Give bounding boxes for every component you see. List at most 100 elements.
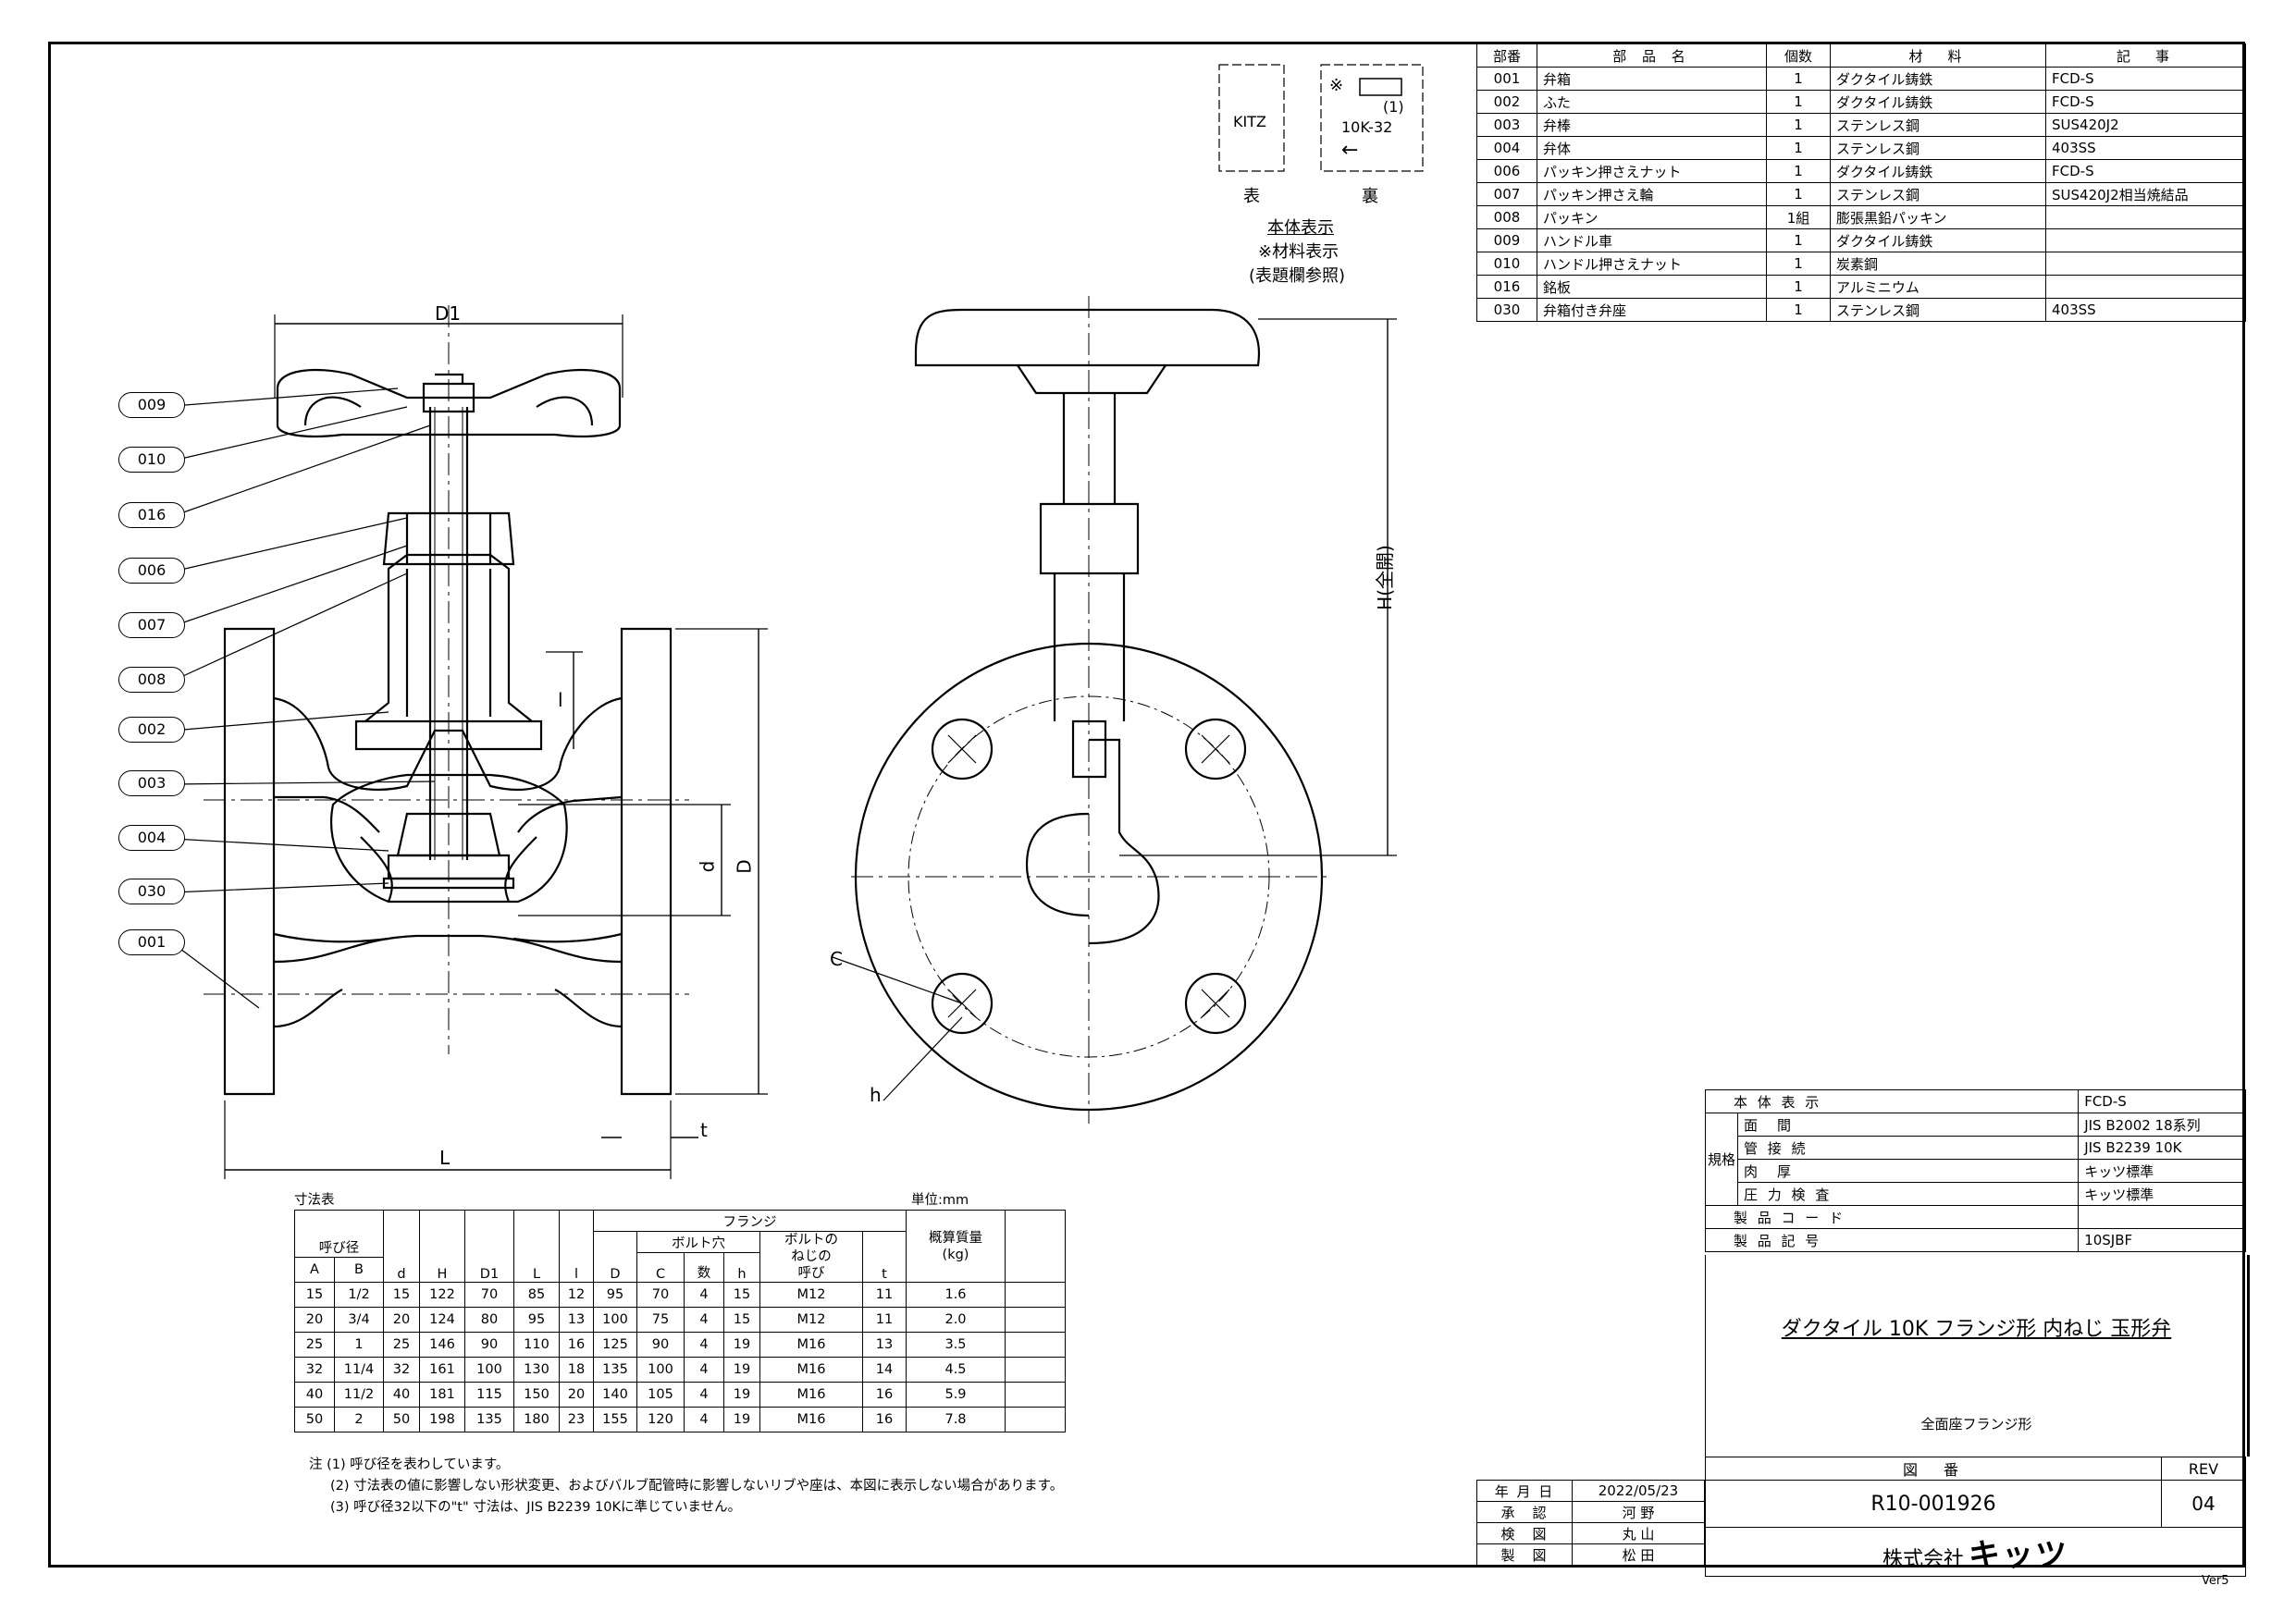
dims-header-D1: D1 — [464, 1210, 514, 1283]
dims-cell: 15 — [723, 1307, 760, 1333]
dims-header-t: t — [862, 1231, 907, 1283]
dims-cell: 50 — [383, 1407, 420, 1432]
dims-cell: 180 — [513, 1407, 560, 1432]
dims-cell: 1 — [334, 1332, 384, 1358]
dims-cell: 14 — [862, 1357, 907, 1383]
marking-back-arrow: ← — [1341, 139, 1359, 162]
spec-label: 製 品 記 号 — [1704, 1228, 2080, 1252]
marking-caption-3: (表題欄参照) — [1249, 266, 1346, 286]
dims-cell: 75 — [636, 1307, 685, 1333]
dims-cell: 70 — [464, 1282, 514, 1308]
dims-header-size: 呼び径 — [294, 1210, 384, 1258]
parts-cell: ふた — [1537, 90, 1767, 114]
note-3: (3) 呼び径32以下の"t" 寸法は、JIS B2239 10Kに準じていませ… — [330, 1500, 742, 1515]
parts-cell: 1 — [1766, 113, 1831, 137]
parts-cell: 403SS — [2045, 298, 2246, 322]
parts-cell: 弁棒 — [1537, 113, 1767, 137]
dims-table: 呼び径 d H D1 L l フランジ 概算質量 (kg) D ボルト穴 ボルト… — [294, 1210, 1066, 1432]
dim-label-l: l — [558, 689, 563, 711]
dims-cell: 32 — [294, 1357, 335, 1383]
dims-header-D: D — [593, 1231, 637, 1283]
drawing-number-table: 図 番 REV R10-001926 04 株式会社 キッツ — [1705, 1457, 2246, 1577]
dims-cell: 4 — [684, 1332, 724, 1358]
dims-cell: 13 — [559, 1307, 594, 1333]
parts-cell: ステンレス鋼 — [1830, 113, 2046, 137]
dims-cell: 1/2 — [334, 1282, 384, 1308]
drawing-title: ダクタイル 10K フランジ形 内ねじ 玉形弁 — [1781, 1318, 2172, 1341]
callout-008: 008 — [118, 667, 185, 693]
dims-cell — [1005, 1382, 1066, 1408]
rev-label: REV — [2161, 1457, 2246, 1481]
dims-cell: 130 — [513, 1357, 560, 1383]
dims-header-A: A — [294, 1257, 335, 1283]
parts-cell: ステンレス鋼 — [1830, 298, 2046, 322]
parts-cell: 008 — [1476, 205, 1537, 229]
parts-header-no: 部番 — [1476, 43, 1537, 68]
dims-header-blank — [1005, 1210, 1066, 1283]
dims-cell: M16 — [759, 1382, 863, 1408]
dims-cell: M16 — [759, 1357, 863, 1383]
parts-header-material: 材 料 — [1830, 43, 2046, 68]
dims-cell: 124 — [419, 1307, 465, 1333]
parts-cell: 弁箱付き弁座 — [1537, 298, 1767, 322]
parts-cell: 009 — [1476, 228, 1537, 252]
parts-cell: SUS420J2相当焼結品 — [2045, 182, 2246, 206]
parts-cell: パッキン押さえナット — [1537, 159, 1767, 183]
callout-006: 006 — [118, 558, 185, 584]
dims-header-C: C — [636, 1252, 685, 1283]
dims-header-L: L — [513, 1210, 560, 1283]
approval-label: 製 図 — [1476, 1543, 1573, 1566]
callout-003: 003 — [118, 770, 185, 796]
dims-cell: 11 — [862, 1282, 907, 1308]
dims-cell: 1.6 — [906, 1282, 1006, 1308]
dims-cell: 16 — [559, 1332, 594, 1358]
parts-cell: ダクタイル鋳鉄 — [1830, 90, 2046, 114]
marking-front-label: 表 — [1243, 187, 1260, 206]
spec-value: JIS B2239 10K — [2078, 1136, 2246, 1160]
dims-cell: 95 — [513, 1307, 560, 1333]
spec-value: キッツ標準 — [2078, 1182, 2246, 1206]
parts-cell: 010 — [1476, 252, 1537, 276]
dims-cell: 32 — [383, 1357, 420, 1383]
parts-cell: 1組 — [1766, 205, 1831, 229]
parts-cell: 006 — [1476, 159, 1537, 183]
parts-cell: 1 — [1766, 298, 1831, 322]
dims-cell: 20 — [294, 1307, 335, 1333]
callout-002: 002 — [118, 717, 185, 743]
dim-label-D1: D1 — [435, 302, 462, 325]
dims-header-bolt: ボルト穴 — [636, 1231, 760, 1253]
dims-header-flange: フランジ — [593, 1210, 907, 1232]
parts-cell: 1 — [1766, 159, 1831, 183]
dims-cell: 150 — [513, 1382, 560, 1408]
approval-value: 河 野 — [1572, 1501, 1705, 1523]
spec-label: 管 接 続 — [1737, 1136, 2080, 1160]
parts-cell: FCD-S — [2045, 90, 2246, 114]
parts-cell: ハンドル車 — [1537, 228, 1767, 252]
dims-cell: 20 — [383, 1307, 420, 1333]
parts-cell: 銘板 — [1537, 275, 1767, 299]
note-2: (2) 寸法表の値に影響しない形状変更、およびバルブ配管時に影響しないリブや座は… — [330, 1479, 1064, 1494]
spec-value: キッツ標準 — [2078, 1159, 2246, 1183]
approval-label: 年 月 日 — [1476, 1480, 1573, 1502]
dims-cell: 140 — [593, 1382, 637, 1408]
parts-cell: 炭素鋼 — [1830, 252, 2046, 276]
parts-cell — [2045, 205, 2246, 229]
parts-header-qty: 個数 — [1766, 43, 1831, 68]
approval-value: 丸 山 — [1572, 1522, 1705, 1544]
company-logo: キッツ — [1969, 1536, 2069, 1574]
dims-cell: 13 — [862, 1332, 907, 1358]
dims-cell: 4 — [684, 1357, 724, 1383]
parts-cell: 004 — [1476, 136, 1537, 160]
dims-cell: 12 — [559, 1282, 594, 1308]
drawing-subtitle: 全面座フランジ形 — [1920, 1416, 2032, 1432]
approval-value: 松 田 — [1572, 1543, 1705, 1566]
marking-blank-box — [1359, 78, 1402, 96]
dims-cell: 100 — [593, 1307, 637, 1333]
